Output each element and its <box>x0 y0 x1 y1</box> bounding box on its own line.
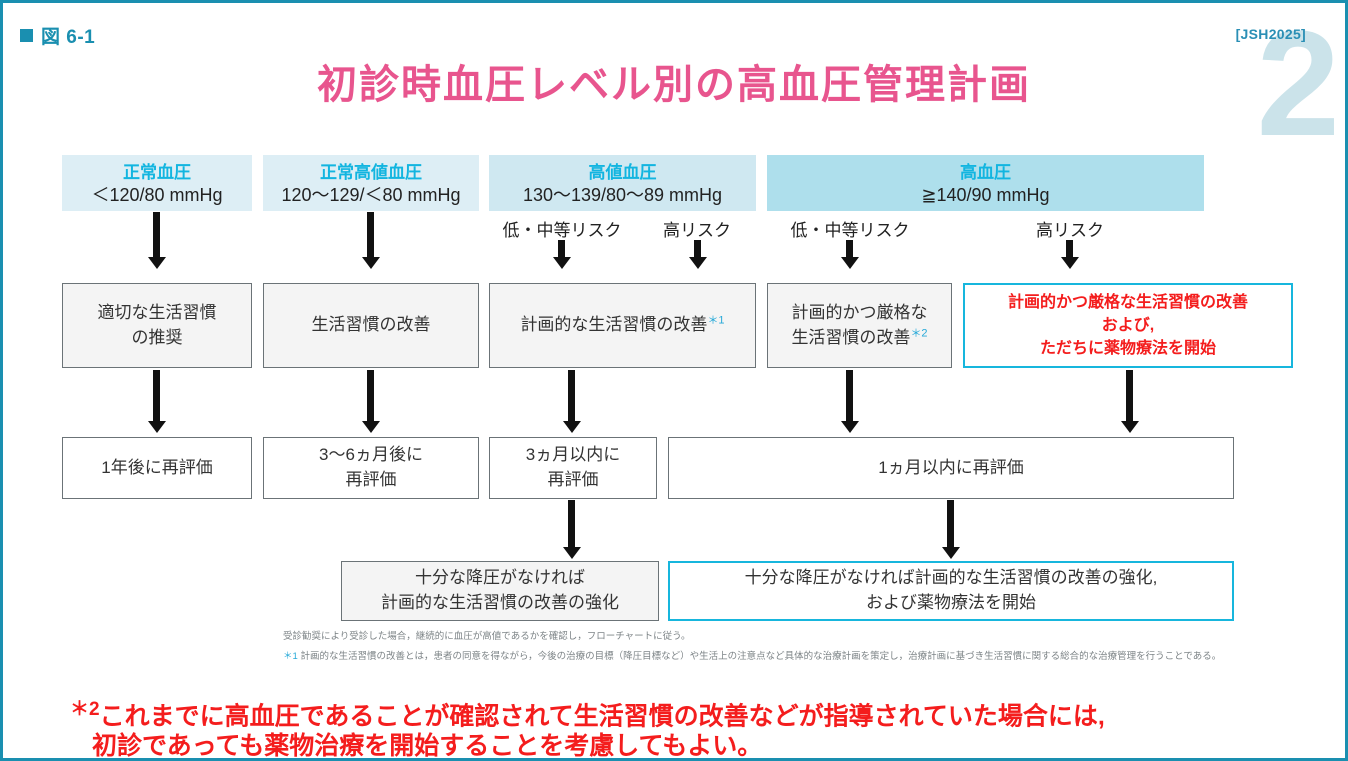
column-header-value: 120〜129/＜80 mmHg <box>281 185 461 206</box>
column-header-value: ≧140/90 mmHg <box>921 185 1050 206</box>
arrow-elevated-low-to-lifestyle <box>558 240 565 258</box>
arrow-normal-to-reassess <box>153 370 160 422</box>
red-note-marker: ＊2 <box>70 699 100 720</box>
column-header-value: ＜120/80 mmHg <box>91 185 223 206</box>
followup-box-elevated: 十分な降圧がなければ 計画的な生活習慣の改善の強化 <box>341 561 659 621</box>
lifestyle-box-normal: 適切な生活習慣 の推奨 <box>62 283 252 368</box>
guideline-tag: [JSH2025] <box>1235 26 1306 42</box>
reassess-box-high-normal: 3〜6ヵ月後に 再評価 <box>263 437 479 499</box>
arrow-high-normal-to-lifestyle <box>367 212 374 258</box>
risk-label-hypertension-low: 低・中等リスク <box>790 221 910 240</box>
lifestyle-box-text: 計画的かつ厳格な 生活習慣の改善＊2 <box>791 302 928 347</box>
reassess-box-hypertension: 1ヵ月以内に再評価 <box>668 437 1234 499</box>
footnote-marker-1: ＊1 <box>707 314 725 327</box>
arrow-elevated-high-to-lifestyle <box>694 240 701 258</box>
arrow-hypertension-to-followup <box>947 500 954 548</box>
footnote-general: 受診勧奨により受診した場合，継続的に血圧が高値であるかを確認し，フローチャートに… <box>283 630 691 645</box>
frame-border-left <box>0 0 3 761</box>
red-note-text: 初診であっても薬物治療を開始することを考慮してもよい。 <box>92 732 763 760</box>
column-header-name: 高値血圧 <box>588 163 657 182</box>
red-note-line-1: ＊2これまでに高血圧であることが確認されて生活習慣の改善などが指導されていた場合… <box>70 694 1105 732</box>
footnote-text: 計画的な生活習慣の改善とは，患者の同意を得ながら，今後の治療の目標（降圧目標など… <box>300 651 1222 662</box>
followup-box-text: 十分な降圧がなければ計画的な生活習慣の改善の強化, および薬物療法を開始 <box>744 568 1158 612</box>
column-header-value: 130〜139/80〜89 mmHg <box>522 185 723 206</box>
figure-number: 図 6-1 <box>41 27 96 48</box>
footnote-marker: ＊1 <box>283 651 298 662</box>
followup-box-text: 十分な降圧がなければ 計画的な生活習慣の改善の強化 <box>381 568 619 612</box>
followup-box-hypertension: 十分な降圧がなければ計画的な生活習慣の改善の強化, および薬物療法を開始 <box>668 561 1234 621</box>
arrow-high-normal-to-reassess <box>367 370 374 422</box>
column-header-name: 正常高値血圧 <box>320 163 422 182</box>
frame-border-bottom <box>0 758 1348 761</box>
reassess-box-elevated: 3ヵ月以内に 再評価 <box>489 437 657 499</box>
square-bullet-icon <box>20 29 33 42</box>
footnote-one: ＊1 計画的な生活習慣の改善とは，患者の同意を得ながら，今後の治療の目標（降圧目… <box>283 650 1221 665</box>
lifestyle-box-text: 生活習慣の改善 <box>311 315 431 335</box>
risk-label-hypertension-high: 高リスク <box>1036 221 1104 240</box>
column-header-elevated: 高値血圧 130〜139/80〜89 mmHg <box>489 155 756 211</box>
lifestyle-box-text: 計画的かつ厳格な生活習慣の改善 および, ただちに薬物療法を開始 <box>1007 293 1248 358</box>
arrow-hypertension-high-to-reassess <box>1126 370 1133 422</box>
footnote-marker-2: ＊2 <box>910 326 928 339</box>
footnote-text: 受診勧奨により受診した場合，継続的に血圧が高値であるかを確認し，フローチャートに… <box>283 631 691 642</box>
arrow-hypertension-low-to-reassess <box>846 370 853 422</box>
lifestyle-box-text: 計画的な生活習慣の改善＊1 <box>520 314 725 335</box>
arrow-elevated-to-reassess <box>568 370 575 422</box>
frame-border-right <box>1345 0 1348 761</box>
red-note-line-2: 初診であっても薬物治療を開始することを考慮してもよい。 <box>92 726 762 761</box>
figure-label: 図 6-1 <box>20 22 95 49</box>
reassess-box-normal: 1年後に再評価 <box>62 437 252 499</box>
page-number-watermark: 2 <box>1256 0 1340 167</box>
red-note-text: これまでに高血圧であることが確認されて生活習慣の改善などが指導されていた場合には… <box>99 702 1105 731</box>
risk-label-elevated-low: 低・中等リスク <box>502 221 622 240</box>
column-header-hypertension: 高血圧 ≧140/90 mmHg <box>767 155 1204 211</box>
arrow-elevated-to-followup <box>568 500 575 548</box>
column-header-high-normal: 正常高値血圧 120〜129/＜80 mmHg <box>263 155 479 211</box>
lifestyle-box-high-normal: 生活習慣の改善 <box>263 283 479 368</box>
lifestyle-box-hypertension-high: 計画的かつ厳格な生活習慣の改善 および, ただちに薬物療法を開始 <box>963 283 1293 368</box>
arrow-normal-to-lifestyle <box>153 212 160 258</box>
risk-label-elevated-high: 高リスク <box>663 221 731 240</box>
lifestyle-box-elevated: 計画的な生活習慣の改善＊1 <box>489 283 756 368</box>
page-title: 初診時血圧レベル別の高血圧管理計画 <box>317 63 1031 107</box>
reassess-box-text: 3ヵ月以内に 再評価 <box>525 445 621 489</box>
reassess-box-text: 1年後に再評価 <box>101 457 213 477</box>
arrow-hypertension-high-to-lifestyle <box>1066 240 1073 258</box>
frame-border-top <box>0 0 1348 3</box>
lifestyle-box-text: 適切な生活習慣 の推奨 <box>97 302 217 347</box>
column-header-normal: 正常血圧 ＜120/80 mmHg <box>62 155 252 211</box>
reassess-box-text: 1ヵ月以内に再評価 <box>878 457 1024 477</box>
reassess-box-text: 3〜6ヵ月後に 再評価 <box>319 445 423 489</box>
arrow-hypertension-low-to-lifestyle <box>846 240 853 258</box>
lifestyle-box-hypertension-low: 計画的かつ厳格な 生活習慣の改善＊2 <box>767 283 952 368</box>
column-header-name: 正常血圧 <box>123 163 191 182</box>
column-header-name: 高血圧 <box>960 163 1011 182</box>
